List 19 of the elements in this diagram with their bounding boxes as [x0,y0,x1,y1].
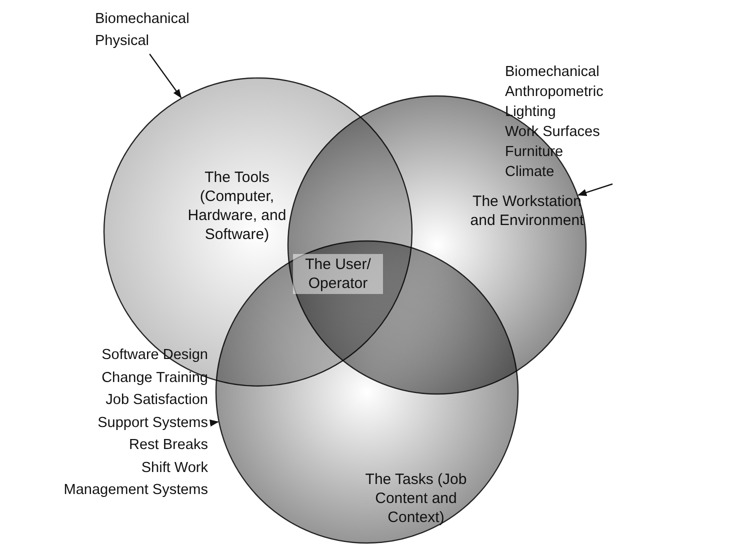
factor-list-item: Anthropometric [505,83,604,102]
arrow [578,183,613,196]
arrow [149,54,182,98]
factor-list-item: Shift Work [140,458,208,478]
factor-list-item: Lighting [505,103,557,122]
factor-list-item: Biomechanical [95,10,190,29]
factor-list-item: Rest Breaks [128,436,208,455]
overlap-label: The User/ Operator [293,254,383,294]
factor-list-item: Management Systems [62,481,208,500]
factor-list-item: Biomechanical [505,63,600,82]
factor-list-item: Job Satisfaction [104,391,208,410]
factor-list-item: Physical [95,32,150,51]
factor-list-item: Change Training [100,368,208,388]
arrow [209,419,219,427]
circle-label: The Tools (Computer, Hardware, and Software) [186,168,288,244]
factor-list-item: Climate [505,163,556,182]
factor-list-item: Support Systems [96,414,208,432]
circle-label: The Tasks (Job Content and Context) [364,470,468,527]
factor-list-item: Software Design [100,346,208,365]
